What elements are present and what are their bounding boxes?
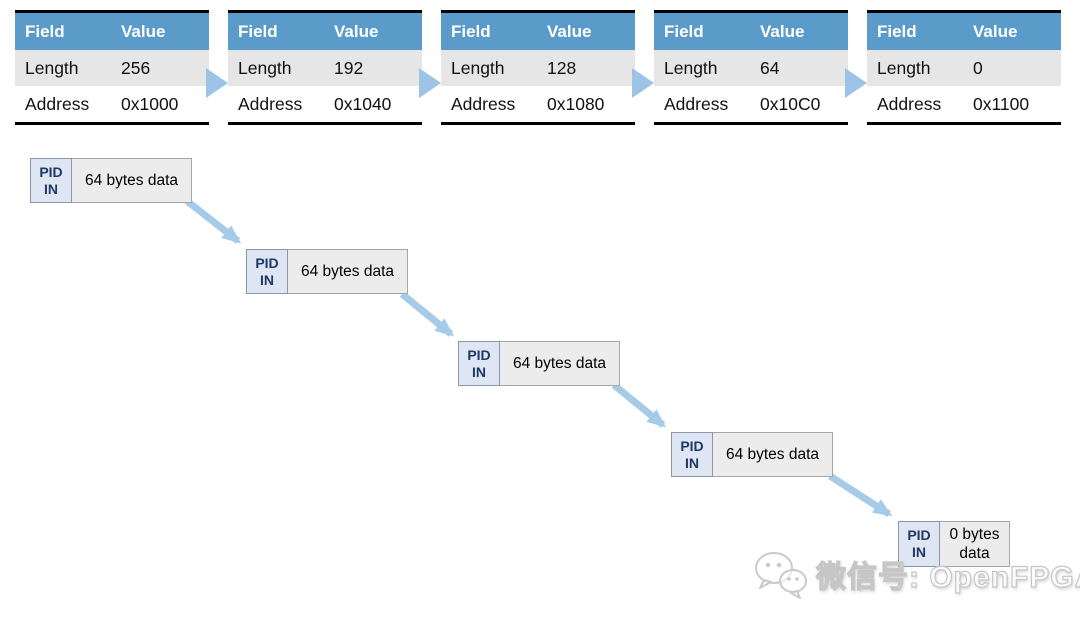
- table-row: Length 0: [867, 50, 1061, 86]
- memory-table-3: Field Value Length 128 Address 0x1080: [441, 10, 635, 125]
- table-row: Address 0x1080: [441, 86, 635, 122]
- table-header: Field Value: [654, 13, 848, 50]
- memory-table-2: Field Value Length 192 Address 0x1040: [228, 10, 422, 125]
- table-row: Address 0x1100: [867, 86, 1061, 122]
- memory-table-4: Field Value Length 64 Address 0x10C0: [654, 10, 848, 125]
- right-arrow-icon: [419, 68, 441, 98]
- pid-label: PID: [680, 437, 704, 454]
- flow-arrow-3: [611, 382, 667, 428]
- row-value: 256: [121, 57, 151, 78]
- pid-label: PID: [907, 527, 931, 543]
- header-field: Field: [238, 21, 278, 41]
- pid-direction: IN: [912, 544, 926, 560]
- data-label: 64 bytes data: [300, 263, 395, 280]
- pid-box: PID IN: [898, 521, 940, 567]
- table-row: Address 0x1040: [228, 86, 422, 122]
- header-field: Field: [451, 21, 491, 41]
- row-value: 128: [547, 57, 577, 78]
- usb-packet-3: PID IN 64 bytes data: [458, 341, 620, 386]
- table-row: Length 64: [654, 50, 848, 86]
- flow-arrow-4: [828, 473, 893, 517]
- row-field: Address: [664, 93, 729, 114]
- pid-direction: IN: [472, 363, 486, 380]
- table-row: Address 0x1000: [15, 86, 209, 122]
- data-box: 0 bytes data: [940, 521, 1010, 567]
- memory-table-5: Field Value Length 0 Address 0x1100: [867, 10, 1061, 125]
- pid-label: PID: [39, 163, 63, 180]
- right-arrow-icon: [845, 68, 867, 98]
- data-label: 64 bytes data: [512, 355, 607, 372]
- watermark: 微信号: OpenFPGA: [752, 548, 1080, 600]
- usb-packet-2: PID IN 64 bytes data: [246, 249, 408, 294]
- data-box: 64 bytes data: [500, 341, 620, 386]
- usb-packet-5: PID IN 0 bytes data: [898, 521, 1010, 567]
- table-row: Length 192: [228, 50, 422, 86]
- pid-direction: IN: [44, 180, 58, 197]
- table-row: Length 256: [15, 50, 209, 86]
- flow-arrow-1: [184, 198, 242, 244]
- header-field: Field: [25, 21, 65, 41]
- data-label: 64 bytes data: [725, 446, 820, 463]
- table-header: Field Value: [228, 13, 422, 50]
- header-value: Value: [121, 21, 166, 41]
- pid-box: PID IN: [671, 432, 713, 477]
- pid-label: PID: [255, 254, 279, 271]
- row-field: Length: [238, 57, 292, 78]
- flow-arrow-2: [399, 291, 455, 337]
- row-value: 0x1080: [547, 93, 605, 114]
- row-value: 192: [334, 57, 364, 78]
- row-value: 64: [760, 57, 780, 78]
- pid-box: PID IN: [458, 341, 500, 386]
- row-field: Length: [25, 57, 79, 78]
- pid-direction: IN: [260, 271, 274, 288]
- header-value: Value: [334, 21, 379, 41]
- memory-table-1: Field Value Length 256 Address 0x1000: [15, 10, 209, 125]
- row-field: Length: [664, 57, 718, 78]
- header-value: Value: [760, 21, 805, 41]
- usb-packet-1: PID IN 64 bytes data: [30, 158, 192, 203]
- header-field: Field: [877, 21, 917, 41]
- row-value: 0x1100: [973, 93, 1030, 114]
- row-value: 0x1040: [334, 93, 392, 114]
- row-field: Length: [877, 57, 931, 78]
- wechat-icon: [755, 552, 807, 599]
- row-field: Length: [451, 57, 505, 78]
- watermark-text: 微信号: OpenFPGA: [815, 560, 1080, 594]
- right-arrow-icon: [206, 68, 228, 98]
- usb-packet-4: PID IN 64 bytes data: [671, 432, 833, 477]
- row-value: 0x1000: [121, 93, 179, 114]
- table-header: Field Value: [15, 13, 209, 50]
- pid-box: PID IN: [30, 158, 72, 203]
- row-field: Address: [451, 93, 516, 114]
- table-row: Address 0x10C0: [654, 86, 848, 122]
- row-value: 0x10C0: [760, 93, 821, 114]
- data-label: 0 bytes data: [949, 526, 1000, 562]
- pid-label: PID: [467, 346, 491, 363]
- header-field: Field: [664, 21, 704, 41]
- data-label: 64 bytes data: [84, 172, 179, 189]
- row-field: Address: [238, 93, 303, 114]
- row-field: Address: [877, 93, 942, 114]
- table-row: Length 128: [441, 50, 635, 86]
- row-field: Address: [25, 93, 90, 114]
- pid-box: PID IN: [246, 249, 288, 294]
- right-arrow-icon: [632, 68, 654, 98]
- data-box: 64 bytes data: [72, 158, 192, 203]
- data-box: 64 bytes data: [288, 249, 408, 294]
- table-header: Field Value: [867, 13, 1061, 50]
- header-value: Value: [547, 21, 592, 41]
- header-value: Value: [973, 21, 1018, 41]
- table-header: Field Value: [441, 13, 635, 50]
- data-box: 64 bytes data: [713, 432, 833, 477]
- row-value: 0: [973, 57, 983, 78]
- pid-direction: IN: [685, 454, 699, 471]
